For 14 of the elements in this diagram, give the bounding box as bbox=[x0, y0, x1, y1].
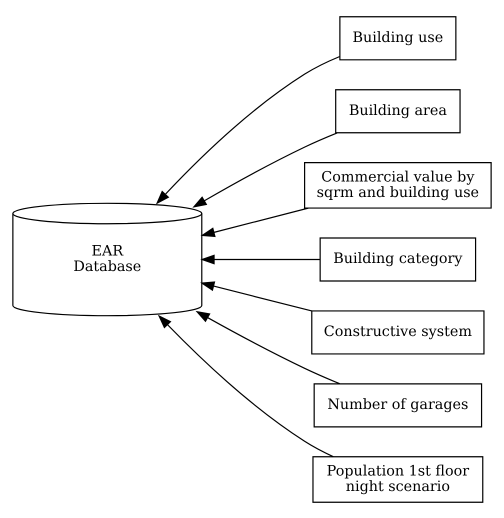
node-box: Building use bbox=[339, 16, 456, 60]
node-box: Number of garages bbox=[314, 382, 482, 427]
arrow bbox=[158, 314, 334, 457]
arrow bbox=[200, 254, 320, 264]
node-box: Commercial value by sqrm and building use bbox=[304, 162, 492, 208]
node-box: Constructive system bbox=[311, 310, 485, 354]
arrow bbox=[192, 132, 338, 208]
node-box: Building category bbox=[320, 236, 476, 282]
node-box: Population 1st floor night scenario bbox=[312, 456, 484, 502]
arrow bbox=[196, 310, 340, 384]
arrow bbox=[200, 280, 312, 312]
arrow bbox=[156, 56, 340, 204]
node-box: Building area bbox=[335, 88, 461, 133]
arrow bbox=[200, 207, 308, 237]
